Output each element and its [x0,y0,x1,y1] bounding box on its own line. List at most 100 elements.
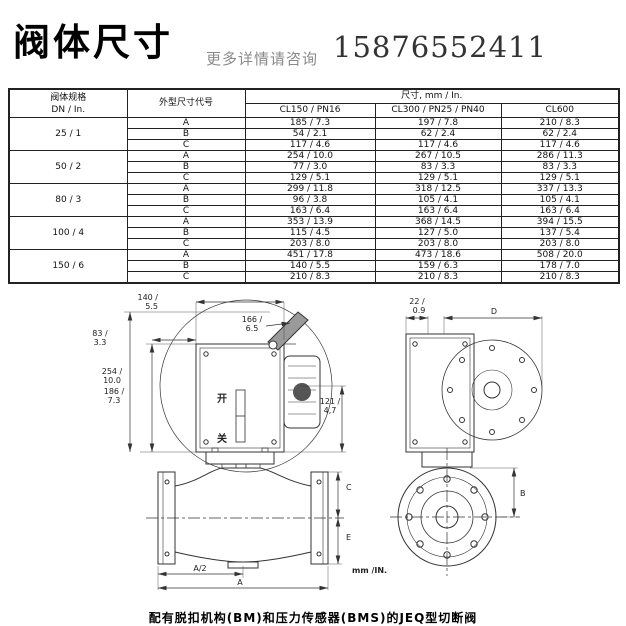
units-note: mm /IN. [352,566,387,575]
value-cell: 353 / 13.9 [244,216,376,228]
trip-lever [267,311,309,351]
value-cell: 451 / 17.8 [244,249,376,261]
drawing-area: 140 / 5.5 166 / 6.5 83 / 3.3 254 / 10.0 … [0,290,626,606]
dim-166-label-l2: 6.5 [246,324,259,333]
dim-166-label-l1: 166 / [242,315,263,324]
dim-140-label-l1: 140 / [137,293,158,302]
valve-technical-drawing: 140 / 5.5 166 / 6.5 83 / 3.3 254 / 10.0 … [92,293,543,591]
value-cell: 83 / 3.3 [374,161,502,173]
code-cell: C [126,172,246,184]
value-cell: 210 / 8.3 [500,117,620,129]
code-cell: C [126,271,246,284]
dim-b-label: B [520,489,526,498]
class-header-cl150: CL150 / PN16 [244,103,376,118]
value-cell: 299 / 11.8 [244,183,376,195]
value-cell: 210 / 8.3 [374,271,502,284]
value-cell: 117 / 4.6 [500,139,620,151]
code-cell: A [126,249,246,261]
class-header-cl300: CL300 / PN25 / PN40 [374,103,502,118]
page-header: 阀体尺寸 更多详情请咨询 15876552411 [0,0,626,86]
dn-cell: 50 / 2 [8,150,128,184]
value-cell: 163 / 6.4 [244,205,376,217]
dim-83-label-l1: 83 / [92,329,108,338]
value-cell: 337 / 13.3 [500,183,620,195]
spec-header-line1: 阀体规格 [50,92,87,103]
dn-cell: 25 / 1 [8,117,128,151]
value-cell: 159 / 6.3 [374,260,502,272]
page-title: 阀体尺寸 [13,21,173,64]
value-cell: 203 / 8.0 [500,238,620,250]
value-cell: 105 / 4.1 [500,194,620,206]
value-cell: 77 / 3.0 [244,161,376,173]
dim-121-label-l2: 4,7 [324,406,337,415]
value-cell: 163 / 6.4 [374,205,502,217]
code-cell: A [126,150,246,162]
value-cell: 163 / 6.4 [500,205,620,217]
value-cell: 127 / 5.0 [374,227,502,239]
dim-e-label: E [346,533,351,542]
value-cell: 210 / 8.3 [244,271,376,284]
dim-121-label-l1: 121 / [320,397,341,406]
table-header-row-2: CL150 / PN16 CL300 / PN25 / PN40 CL600 [9,103,620,118]
bonnet-front [205,447,275,468]
value-cell: 203 / 8.0 [374,238,502,250]
value-cell: 62 / 2.4 [500,128,620,140]
code-cell: C [126,205,246,217]
actuator-side [405,333,475,453]
value-cell: 96 / 3.8 [244,194,376,206]
side-dimensions [405,315,543,518]
dim-22-label-l2: 0.9 [413,306,426,315]
spring-can [283,355,321,429]
dim-186-label-l2: 7.3 [108,396,121,405]
value-cell: 508 / 20.0 [500,249,620,261]
value-cell: 473 / 18.6 [374,249,502,261]
value-cell: 137 / 5.4 [500,227,620,239]
value-cell: 178 / 7.0 [500,260,620,272]
valve-body-front [157,464,329,569]
value-cell: 197 / 7.8 [374,117,502,129]
dimensions-table: 阀体规格 DN / In. 外型尺寸代号 尺寸, mm / In. CL150 … [8,88,621,284]
value-cell: 185 / 7.3 [244,117,376,129]
dn-cell: 150 / 6 [8,249,128,284]
dim-c-label: C [346,483,352,492]
code-cell: B [126,161,246,173]
value-cell: 105 / 4.1 [374,194,502,206]
value-cell: 83 / 3.3 [500,161,620,173]
spec-column-header: 阀体规格 DN / In. [8,88,128,118]
code-cell: C [126,139,246,151]
class-header-cl600: CL600 [500,103,620,118]
code-cell: B [126,128,246,140]
value-cell: 117 / 4.6 [244,139,376,151]
value-cell: 203 / 8.0 [244,238,376,250]
code-cell: C [126,238,246,250]
value-cell: 62 / 2.4 [374,128,502,140]
code-cell: B [126,260,246,272]
size-column-header: 尺寸, mm / In. [244,88,620,104]
figure-caption: 配有脱扣机构(BM)和压力传感器(BMS)的JEQ型切断阀 [148,611,478,625]
dim-254-label-l1: 254 / [102,367,123,376]
code-cell: A [126,216,246,228]
value-cell: 286 / 11.3 [500,150,620,162]
code-column-header: 外型尺寸代号 [126,88,246,118]
code-cell: A [126,183,246,195]
value-cell: 394 / 15.5 [500,216,620,228]
dn-cell: 100 / 4 [8,216,128,250]
dim-186-label-l1: 186 / [104,387,125,396]
code-cell: B [126,194,246,206]
dn-cell: 80 / 3 [8,183,128,217]
dim-83-label-l2: 3.3 [94,338,107,347]
value-cell: 140 / 5.5 [244,260,376,272]
dim-22-label-l1: 22 / [409,297,425,306]
value-cell: 54 / 2.1 [244,128,376,140]
dim-140-label-l2: 5.5 [145,302,158,311]
